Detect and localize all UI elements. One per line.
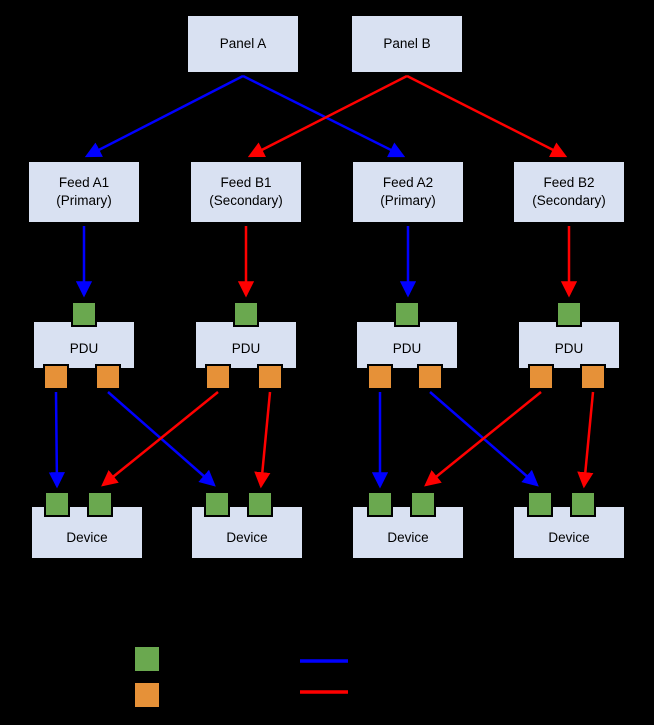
pdu-3-output-port-a [367, 364, 393, 390]
pdu-2-input-port [233, 301, 259, 327]
pdu-1-input-port [71, 301, 97, 327]
node-feed-a1: Feed A1 (Primary) [27, 160, 141, 224]
device-3-label: Device [387, 530, 429, 546]
pdu-2-output-port-a [205, 364, 231, 390]
node-feed-b1: Feed B1 (Secondary) [189, 160, 303, 224]
node-pdu-3: PDU [355, 320, 459, 370]
pdu-3-input-port [394, 301, 420, 327]
device-4-input-port-b [570, 491, 596, 517]
node-panel-a: Panel A [186, 14, 300, 74]
device-2-input-port-a [204, 491, 230, 517]
device-4-label: Device [548, 530, 590, 546]
arrow-panel-a-to-feed-a2 [242, 74, 406, 158]
legend-output-port-swatch [133, 681, 161, 709]
device-4-input-port-a [527, 491, 553, 517]
pdu-1-output-port-b [95, 364, 121, 390]
arrow-panel-a-to-feed-a1 [84, 74, 244, 158]
node-feed-a2: Feed A2 (Primary) [351, 160, 465, 224]
pdu-2-output-port-b [257, 364, 283, 390]
feed-a2-name: Feed A2 [382, 174, 434, 190]
node-panel-b: Panel B [350, 14, 464, 74]
arrow-pdu-4-to-device-3 [424, 391, 542, 487]
feed-a2-role: (Primary) [380, 193, 436, 208]
pdu-4-label: PDU [554, 340, 584, 356]
device-1-input-port-a [44, 491, 70, 517]
pdu-4-input-port [556, 301, 582, 327]
arrow-panel-b-to-feed-b1 [247, 74, 408, 158]
device-2-label: Device [226, 530, 268, 546]
legend-input-port-swatch [133, 645, 161, 673]
device-2-input-port-b [247, 491, 273, 517]
device-1-input-port-b [87, 491, 113, 517]
feed-b1-role: (Secondary) [209, 193, 283, 208]
pdu-1-label: PDU [69, 340, 99, 356]
feed-a1-role: (Primary) [56, 193, 112, 208]
feed-b2-name: Feed B2 [543, 174, 595, 190]
device-1-label: Device [66, 530, 108, 546]
arrow-pdu-1-to-device-1 [48, 391, 65, 489]
feed-b1-name: Feed B1 [220, 174, 272, 190]
device-3-input-port-a [367, 491, 393, 517]
feed-a1-name: Feed A1 [58, 174, 110, 190]
pdu-4-output-port-a [528, 364, 554, 390]
pdu-2-label: PDU [231, 340, 261, 356]
device-3-input-port-b [410, 491, 436, 517]
panel-b-label: Panel B [383, 35, 431, 51]
node-feed-b2: Feed B2 (Secondary) [512, 160, 626, 224]
feed-b2-role: (Secondary) [532, 193, 606, 208]
pdu-4-output-port-b [580, 364, 606, 390]
node-device-3: Device [351, 505, 465, 560]
pdu-3-label: PDU [392, 340, 422, 356]
arrow-pdu-4-to-device-4 [577, 391, 595, 489]
pdu-1-output-port-a [43, 364, 69, 390]
arrow-pdu-2-to-device-1 [101, 391, 219, 487]
arrow-panel-b-to-feed-b2 [406, 74, 568, 158]
panel-a-label: Panel A [219, 35, 267, 51]
arrow-pdu-2-to-device-2 [254, 391, 272, 489]
pdu-3-output-port-b [417, 364, 443, 390]
